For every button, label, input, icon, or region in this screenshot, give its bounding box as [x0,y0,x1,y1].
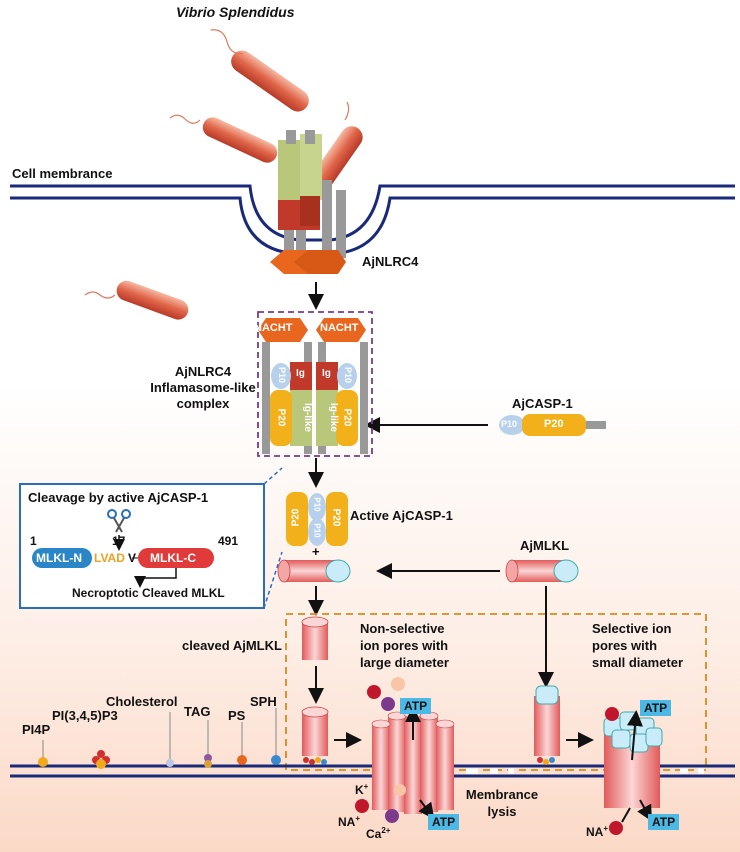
pi4p-label: PI4P [22,722,51,737]
selective-label: Selective ion pores with small diameter [592,620,683,671]
complex-label: AjNLRC4 Inflamasome-like complex [148,364,258,412]
ion-na-1-sup: + [355,814,361,823]
ajcasp1-protein [499,414,606,436]
lipid-tag [204,720,212,768]
mlkl-inserted [301,706,329,765]
cholesterol-label: Cholesterol [106,694,178,709]
inset-lvad: LVAD [94,551,125,565]
mlkl-inserted-selective [534,685,560,765]
membrane-lysis-2: lysis [487,804,517,819]
ajmlkl-protein [505,559,579,583]
ig-left: Ig [296,368,305,379]
ajcasp1-p20: P20 [544,418,564,430]
complex-dashed-box [257,311,373,457]
ion-na-1: NA+ [338,814,360,829]
inflammasome-complex [258,318,368,454]
complex-label-3: complex [176,396,230,411]
nonselective-label-1: Non-selective [360,621,445,636]
active-p10-bottom: P10 [312,523,322,538]
scissors-icon [107,509,131,533]
ajnlrc4-label: AjNLRC4 [362,254,419,269]
ion-k-sup: + [363,782,369,791]
atp-badge-4: ATP [648,814,680,830]
title: Vibrio Splendidus [176,4,295,20]
ajmlkl-label: AjMLKL [520,538,570,553]
bacterium-4 [84,280,189,320]
tag-label: TAG [184,704,211,719]
membrane-lysis-label: Membrance lysis [462,786,542,820]
inset-v: V [128,551,137,565]
atp-badge-2: ATP [428,814,460,830]
nonselective-label: Non-selective ion pores with large diame… [360,620,449,671]
ion-na-2-text: NA [586,825,604,839]
lipid-sph [271,708,281,765]
nacht-right: NACHT [320,322,359,334]
active-ajcasp1 [286,492,348,546]
ajcasp1-label: AjCASP-1 [512,396,573,411]
inset-mlkl-c: MLKL-C [150,551,196,565]
ajcasp1-p10: P10 [501,419,518,429]
ion-k-text: K [355,783,364,797]
ps-label: PS [228,708,246,723]
ion-na-2: NA+ [586,824,608,839]
lipid-ps [237,722,247,765]
mlkl-c-domain [138,548,214,568]
ion-ca: Ca2+ [366,826,390,841]
active-ajcasp1-label: Active AjCASP-1 [350,508,453,523]
inset-num-end: 491 [218,534,239,548]
selective-pore [603,707,663,835]
complex-label-2: Inflamasome-like [150,380,256,395]
nonselective-pore [355,677,455,823]
lipid-pi345p3 [92,750,110,769]
inset-num-start: 1 [30,534,37,548]
nonselective-label-2: ion pores with [360,638,449,653]
bacterium-1 [210,29,309,112]
ion-ca-text: Ca [366,827,382,841]
active-p20-right: P20 [330,508,342,527]
selective-label-1: Selective ion [592,621,672,636]
ig-right: Ig [322,368,331,379]
ion-na-1-text: NA [338,815,356,829]
ion-k: K+ [355,782,368,797]
cell-membrane [10,184,735,256]
cleaved-mlkl-vertical [301,616,329,660]
inset-caption: Necroptotic Cleaved MLKL [72,586,225,600]
ion-na-2-sup: + [603,824,609,833]
membrane-lysis-1: Membrance [465,787,539,802]
receptor [270,130,346,274]
cleaved-ajmlkl-label: cleaved AjMLKL [182,638,282,653]
selective-label-3: small diameter [592,655,684,670]
cell-membrane-label: Cell membrance [12,166,113,181]
iglike-right: Ig-like [327,403,339,432]
inset-title: Cleavage by active AjCASP-1 [28,490,209,505]
inset-num-site: 17 [112,534,126,548]
p20-right: P20 [341,408,353,427]
iglike-left: Ig-like [301,403,313,432]
p20-left: P20 [275,408,287,427]
cleaved-mlkl-horizontal [277,559,351,583]
nonselective-label-3: large diameter [360,655,449,670]
active-p10-top: P10 [312,497,322,512]
mlkl-n-domain [32,548,92,568]
lipid-pi4p [38,740,48,767]
bacterium-2 [169,114,278,163]
selective-label-2: pores with [592,638,658,653]
p10-left: P10 [277,366,288,384]
ion-ca-sup: 2+ [381,826,391,835]
atp-badge-1: ATP [400,698,432,714]
p10-right: P10 [343,366,354,384]
nacht-left: NACHT [254,322,293,334]
atp-badge-3: ATP [640,700,672,716]
inset-mlkl-n: MLKL-N [36,551,82,565]
plus-sign: + [312,544,320,559]
active-p20-left: P20 [290,508,302,527]
sph-label: SPH [250,694,277,709]
lipid-cholesterol [166,712,174,767]
pi345p3-label: PI(3,4,5)P3 [52,708,118,723]
complex-label-1: AjNLRC4 [174,364,232,379]
